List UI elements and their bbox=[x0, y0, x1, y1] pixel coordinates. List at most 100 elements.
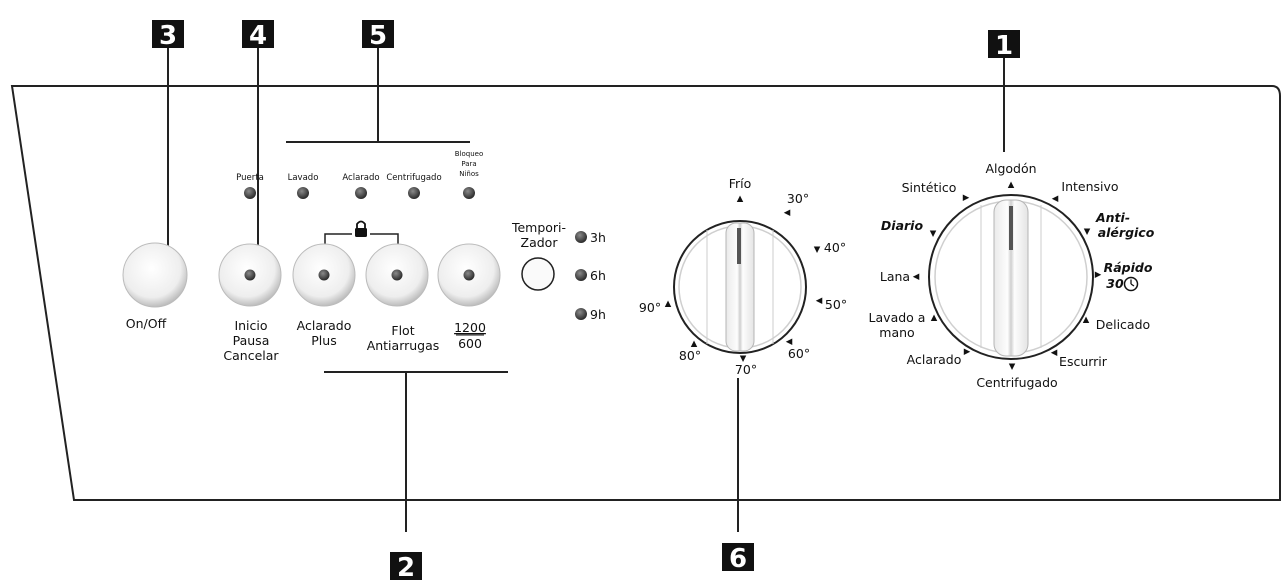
program-quick-marker: ▶ bbox=[1095, 270, 1102, 280]
svg-text:4: 4 bbox=[249, 21, 267, 51]
rinse-plus-label-2: Plus bbox=[311, 333, 336, 348]
padlock-icon bbox=[355, 220, 367, 237]
rinse-plus-button[interactable] bbox=[292, 243, 356, 307]
program-drain-label: Escurrir bbox=[1059, 354, 1108, 369]
program-dial-grip bbox=[993, 199, 1029, 357]
timer-9h-led bbox=[575, 308, 587, 320]
clock-icon bbox=[1123, 276, 1139, 292]
program-antiallergic-label-1: Anti- bbox=[1095, 210, 1130, 225]
start-label-1: Inicio bbox=[234, 318, 267, 333]
program-synthetic-marker: ▶ bbox=[963, 193, 970, 203]
spin-label-1: 1200 bbox=[454, 320, 486, 335]
start-label-3: Cancelar bbox=[223, 348, 279, 363]
program-intensive-label: Intensivo bbox=[1061, 179, 1118, 194]
timer-9h-label: 9h bbox=[590, 307, 606, 322]
indicator-childlock-led bbox=[463, 187, 475, 199]
program-cotton-marker: ▲ bbox=[1008, 180, 1015, 190]
anti-wrinkle-label-1: Flot bbox=[391, 323, 414, 338]
timer-6h-label: 6h bbox=[590, 268, 606, 283]
program-handwash-label-2: mano bbox=[879, 325, 914, 340]
program-dial[interactable] bbox=[928, 194, 1094, 360]
svg-text:2: 2 bbox=[397, 553, 415, 583]
start-pause-cancel-button[interactable] bbox=[218, 243, 282, 307]
temp-40-label: 40° bbox=[824, 240, 846, 255]
program-dial-pointer bbox=[1009, 206, 1013, 250]
temperature-dial-pointer bbox=[737, 228, 741, 264]
spin-label-2: 600 bbox=[458, 336, 482, 351]
program-handwash-marker: ▲ bbox=[931, 313, 938, 323]
temp-50-label: 50° bbox=[825, 297, 847, 312]
indicator-spin-label: Centrifugado bbox=[386, 173, 441, 183]
program-antiallergic-marker: ▼ bbox=[1084, 227, 1091, 237]
timer-3h-label: 3h bbox=[590, 230, 606, 245]
indicator-childlock-label-3: Niños bbox=[459, 170, 479, 178]
program-synthetic-label: Sintético bbox=[902, 180, 957, 195]
indicator-wash-label: Lavado bbox=[288, 173, 319, 183]
temp-70-label: 70° bbox=[735, 362, 757, 377]
panel-outline bbox=[10, 85, 1281, 501]
program-antiallergic-label-2: alérgico bbox=[1098, 225, 1155, 240]
svg-text:5: 5 bbox=[369, 21, 387, 51]
temp-60-label: 60° bbox=[788, 346, 810, 361]
indicator-rinse-label: Aclarado bbox=[342, 173, 379, 183]
temp-cold-label: Frío bbox=[729, 176, 752, 191]
callout-6: 6 bbox=[722, 543, 754, 574]
indicator-childlock-label-2: Para bbox=[461, 160, 476, 168]
callout-3: 3 bbox=[152, 20, 184, 51]
program-delicate-marker: ▲ bbox=[1083, 315, 1090, 325]
temperature-dial[interactable] bbox=[673, 220, 807, 354]
onoff-label: On/Off bbox=[126, 316, 167, 331]
temp-80-marker: ▲ bbox=[691, 339, 698, 349]
child-lock-bracket bbox=[324, 233, 399, 244]
temperature-dial-grip bbox=[725, 222, 755, 352]
program-intensive-marker: ◀ bbox=[1052, 194, 1059, 204]
rinse-plus-label-1: Aclarado bbox=[297, 318, 352, 333]
spin-speed-button[interactable] bbox=[437, 243, 501, 307]
timer-button[interactable] bbox=[521, 257, 555, 291]
indicator-wash-led bbox=[297, 187, 309, 199]
program-handwash-label-1: Lavado a bbox=[869, 310, 926, 325]
temp-40-marker: ▼ bbox=[814, 245, 821, 255]
program-wool-marker: ◀ bbox=[913, 272, 920, 282]
program-rinse-marker: ▶ bbox=[964, 347, 971, 357]
onoff-button[interactable] bbox=[122, 242, 188, 308]
temp-30-marker: ◀ bbox=[784, 208, 791, 218]
timer-6h-led bbox=[575, 269, 587, 281]
indicator-rinse-led bbox=[355, 187, 367, 199]
temperature-labels: Frío ▲ 30° ◀ ▼ 40° ◀ 50° ◀ 60° ▼ 70° ▲ 8… bbox=[639, 176, 847, 377]
indicator-childlock-label-1: Bloqueo bbox=[455, 150, 484, 158]
callout-5: 5 bbox=[362, 20, 394, 51]
temp-30-label: 30° bbox=[787, 191, 809, 206]
anti-wrinkle-label-2: Antiarrugas bbox=[367, 338, 440, 353]
start-label-2: Pausa bbox=[233, 333, 270, 348]
callout-2: 2 bbox=[390, 552, 422, 583]
program-drain-marker: ◀ bbox=[1051, 348, 1058, 358]
program-wool-label: Lana bbox=[880, 269, 910, 284]
program-delicate-label: Delicado bbox=[1096, 317, 1150, 332]
program-spin-label: Centrifugado bbox=[976, 375, 1057, 390]
svg-text:1: 1 bbox=[995, 31, 1013, 61]
callout-4: 4 bbox=[242, 20, 274, 51]
indicator-lights: Puerta Lavado Aclarado Centrifugado Bloq… bbox=[236, 150, 483, 199]
indicator-door-led bbox=[244, 187, 256, 199]
temp-cold-marker: ▲ bbox=[737, 194, 744, 204]
timer-label-2: Zador bbox=[521, 235, 559, 250]
program-quick-label-1: Rápido bbox=[1104, 260, 1153, 275]
leader-lines bbox=[167, 48, 1005, 532]
program-cotton-label: Algodón bbox=[985, 161, 1036, 176]
timer-label-1: Tempori- bbox=[511, 220, 566, 235]
svg-text:6: 6 bbox=[729, 544, 747, 574]
anti-wrinkle-button[interactable] bbox=[365, 243, 429, 307]
svg-text:3: 3 bbox=[159, 21, 177, 51]
program-labels: Algodón ▲ Intensivo ◀ ▼ Anti- alérgico ▶… bbox=[869, 161, 1155, 390]
indicator-door-label: Puerta bbox=[236, 173, 264, 183]
timer-3h-led bbox=[575, 231, 587, 243]
temp-90-marker: ▲ bbox=[665, 299, 672, 309]
temp-80-label: 80° bbox=[679, 348, 701, 363]
temp-90-label: 90° bbox=[639, 300, 661, 315]
program-rinse-label: Aclarado bbox=[907, 352, 962, 367]
program-quick-label-2: 30 bbox=[1106, 276, 1124, 291]
program-daily-marker: ▼ bbox=[930, 229, 937, 239]
temp-60-marker: ◀ bbox=[786, 337, 793, 347]
